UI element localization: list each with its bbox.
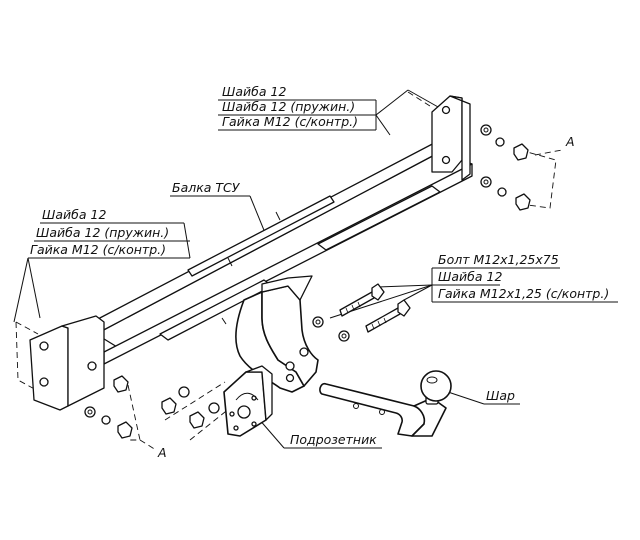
nut-icon: [113, 375, 129, 393]
label-nut-bolt: Гайка М12х1,25 (с/контр.): [438, 286, 609, 301]
bolt-upper: [339, 283, 385, 317]
nut-icon: [117, 421, 133, 439]
tow-ball-bar: [319, 370, 452, 437]
nut-icon: [515, 193, 531, 211]
label-socket-bracket: Подрозетник: [290, 432, 377, 447]
label-washer-left: Шайба 12: [42, 207, 106, 222]
nut-icon: [161, 397, 177, 415]
washer-icon: [178, 386, 190, 398]
socket-bracket: [223, 365, 273, 437]
label-washer-bolt: Шайба 12: [438, 269, 502, 284]
label-nut-left: Гайка М12 (с/контр.): [30, 242, 166, 257]
spring-washer-icon: [495, 137, 505, 147]
spring-washer-icon: [497, 187, 507, 197]
center-mount-bracket: [235, 275, 319, 393]
towbar-beam: [95, 139, 473, 365]
nut-icon: [513, 143, 529, 161]
left-side-bracket: [29, 315, 105, 411]
washer-icon: [480, 176, 492, 188]
label-group-left: Шайба 12 Шайба 12 (пружин.) Гайка М12 (с…: [28, 207, 191, 259]
label-bolt: Болт М12х1,25х75: [438, 252, 559, 267]
label-group-bolt: Болт М12х1,25х75 Шайба 12 Гайка М12х1,25…: [431, 252, 618, 303]
fasteners-left: [84, 375, 133, 439]
fasteners-right: [480, 124, 531, 211]
washer-icon: [312, 316, 324, 328]
label-nut-top-right: Гайка М12 (с/контр.): [222, 114, 358, 129]
label-spring-washer-left: Шайба 12 (пружин.): [36, 225, 169, 240]
right-side-bracket: [431, 95, 471, 181]
label-beam: Балка ТСУ: [172, 180, 241, 195]
bolt-lower: [365, 299, 411, 333]
tow-ball: [420, 370, 452, 402]
spring-washer-icon: [101, 415, 111, 425]
label-washer-top-right: Шайба 12: [222, 84, 286, 99]
label-ref-a-bottom: А: [157, 445, 167, 460]
washer-icon: [338, 330, 350, 342]
label-ball: Шар: [486, 388, 515, 403]
label-spring-washer-top-right: Шайба 12 (пружин.): [222, 99, 355, 114]
washer-icon: [84, 406, 96, 418]
washer-icon: [480, 124, 492, 136]
fasteners-center: [161, 316, 350, 429]
label-group-top-right: Шайба 12 Шайба 12 (пружин.) Гайка М12 (с…: [218, 84, 377, 131]
bolts: [339, 283, 411, 333]
label-ref-a-top: А: [565, 134, 575, 149]
washer-icon: [208, 402, 220, 414]
nut-icon: [189, 411, 205, 429]
